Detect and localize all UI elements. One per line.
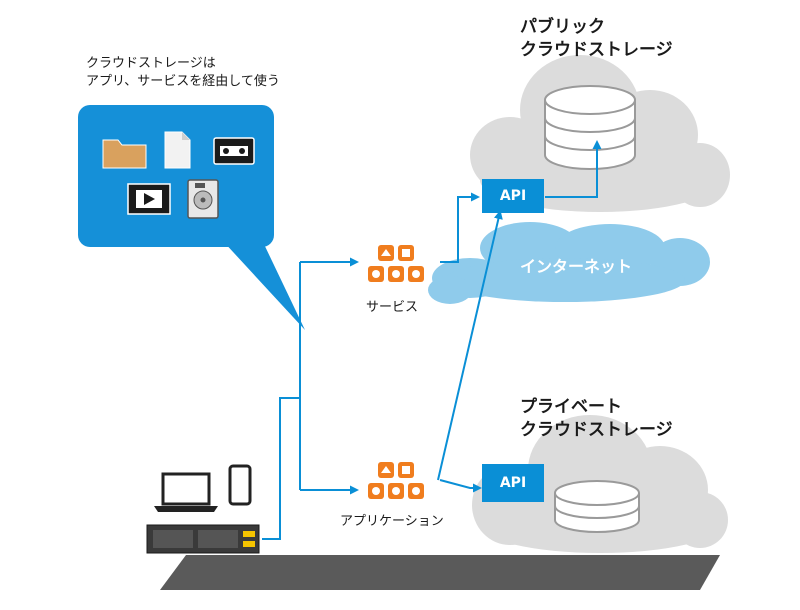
laptop-icon [154,472,218,512]
smartphone-icon [228,464,252,506]
api-box-public: API [482,179,544,213]
services-label: サービス [366,300,419,315]
connector-lines [262,140,602,540]
application-app-icons [368,462,424,499]
internet-label: インターネット [520,257,633,276]
applications-label: アプリケーション [340,514,444,529]
callout-line-1: クラウドストレージは [86,56,216,71]
private-storage-title-2: クラウドストレージ [520,420,673,440]
callout-line-2: アプリ、サービスを経由して使う [86,74,280,89]
folder-icon [102,139,147,169]
private-database-icon [554,480,640,533]
document-icon [164,131,191,169]
api-box-private: API [482,464,544,502]
video-film-icon [127,183,171,215]
public-storage-title-2: クラウドストレージ [520,40,673,60]
server-icon [146,524,260,554]
internet-cloud [428,222,710,304]
private-storage-title-1: プライベート [520,397,622,417]
service-app-icons [368,245,424,282]
public-database-icon [544,85,636,170]
cassette-tape-icon [213,137,255,165]
public-storage-title-1: パブリック [520,17,605,37]
floor-platform [160,555,720,590]
hard-disk-icon [187,179,219,219]
